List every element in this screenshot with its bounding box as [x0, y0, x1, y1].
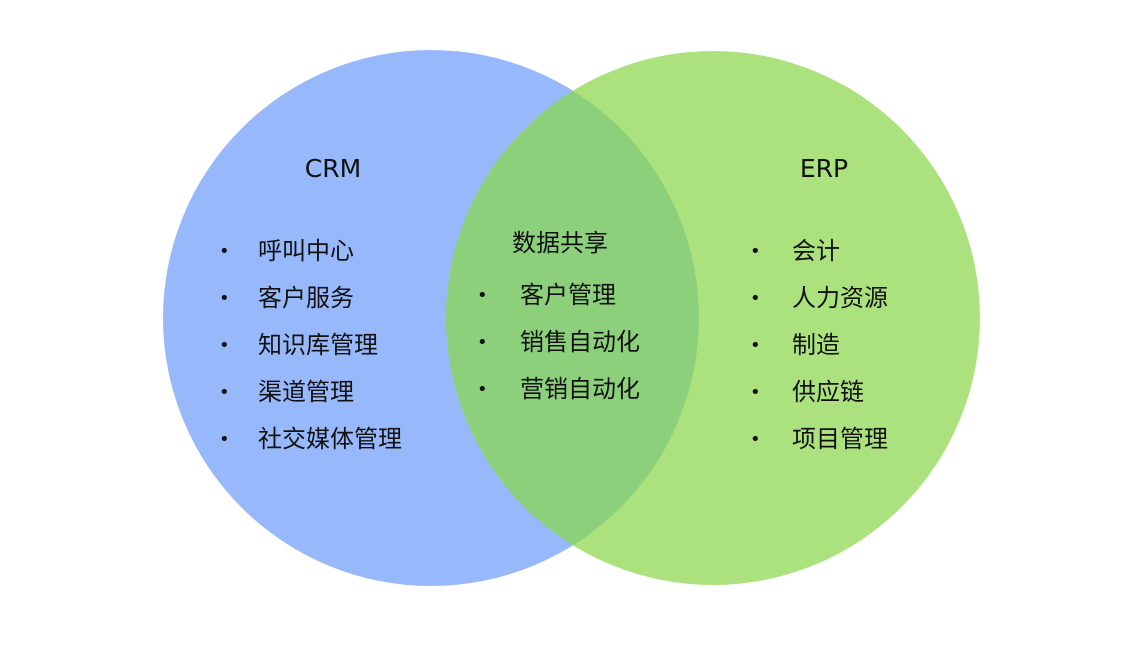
- bullet-icon: •: [219, 288, 230, 309]
- overlap-region: [446, 51, 699, 585]
- bullet-icon: •: [750, 382, 761, 403]
- crm-title: CRM: [304, 154, 362, 183]
- erp-title: ERP: [799, 154, 849, 183]
- bullet-icon: •: [750, 241, 761, 262]
- bullet-icon: •: [219, 429, 230, 450]
- bullet-icon: •: [750, 335, 761, 356]
- bullet-icon: •: [477, 285, 488, 306]
- bullet-icon: •: [477, 379, 488, 400]
- bullet-icon: •: [477, 332, 488, 353]
- bullet-icon: •: [750, 288, 761, 309]
- bullet-icon: •: [219, 335, 230, 356]
- bullet-icon: •: [219, 382, 230, 403]
- bullet-icon: •: [219, 241, 230, 262]
- bullet-icon: •: [750, 429, 761, 450]
- overlap-title: 数据共享: [512, 229, 608, 257]
